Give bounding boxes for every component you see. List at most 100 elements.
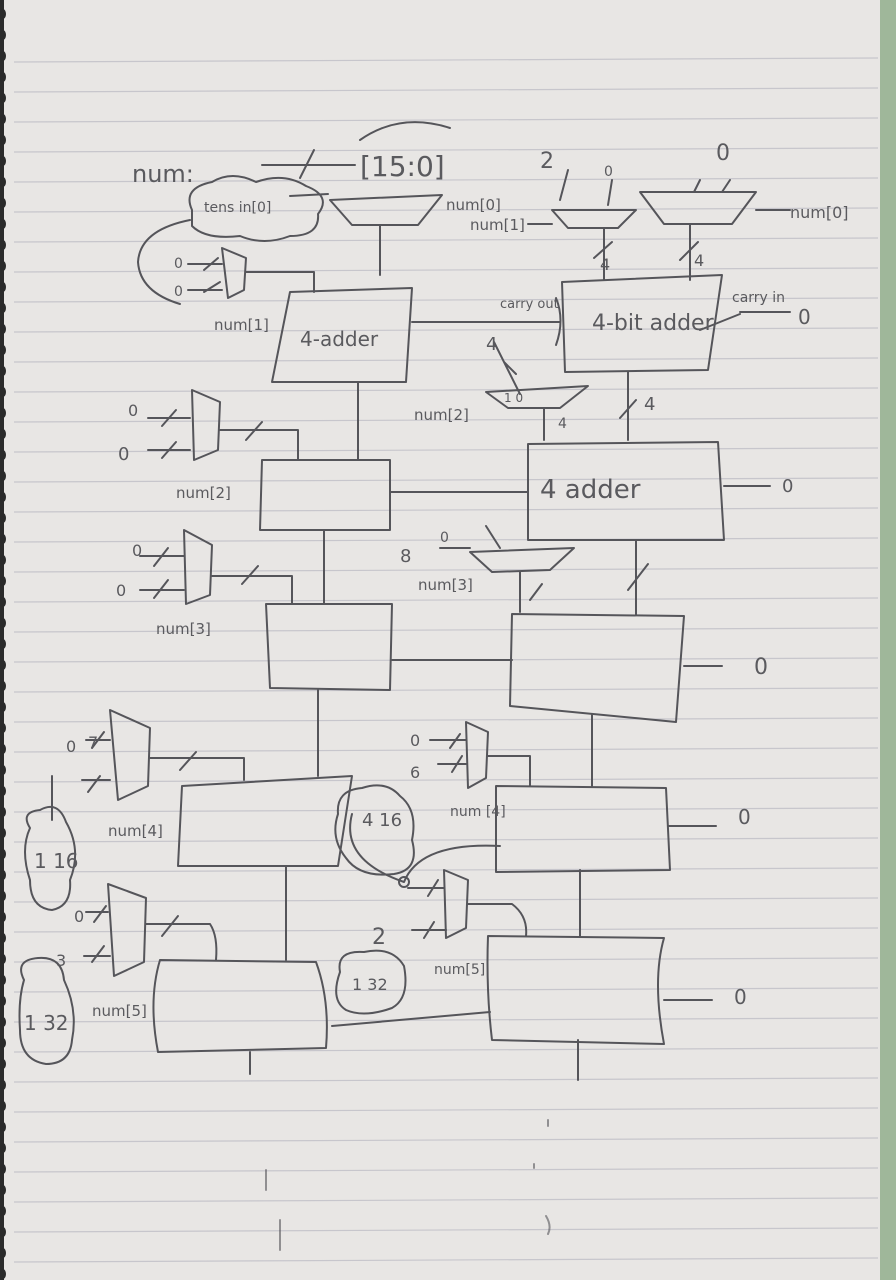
ruled-line [13,537,879,543]
binding-hole [0,1227,6,1237]
binding-hole [0,1248,6,1258]
mux5-input-0: 0 [74,907,84,926]
mux-r5-input: 2 [372,925,386,950]
binding-holes [0,9,6,1279]
ruled-line [13,57,879,63]
binding-hole [0,1269,6,1279]
binding-hole [0,1143,6,1153]
mux1-input-0: 0 [174,256,183,272]
binding-hole [0,975,6,985]
binding-hole [0,261,6,271]
notebook-cover-edge [880,0,896,1280]
carry-in-value: 0 [798,305,811,329]
binding-hole [0,933,6,943]
ruled-line [13,1017,879,1023]
mux-left3-inputs [139,547,185,599]
mux-r3 [469,547,575,573]
mux-r4 [465,721,489,789]
mux5-label: num[5] [92,1002,147,1020]
ruled-line [13,687,879,693]
binding-hole [0,366,6,376]
mux-r3-label: num[3] [418,576,473,594]
mux-b-label: num[1] [470,216,525,234]
binding-hole [0,744,6,754]
binding-hole [0,324,6,334]
binding-hole [0,1206,6,1216]
ruled-line [13,357,879,363]
mux-left2 [191,389,221,461]
binding-hole [0,1017,6,1027]
tens-arrow [289,193,329,197]
ruled-line [13,117,879,123]
mux3-input-1: 0 [116,581,126,600]
ruled-line [13,387,879,393]
binding-hole [0,387,6,397]
binding-hole [0,849,6,859]
binding-hole [0,1038,6,1048]
note-mid: 4 16 [362,810,402,831]
width-ticks [593,241,699,261]
mux-r4-wires [429,733,531,787]
ruled-line [13,747,879,753]
adder-right4-body [495,785,671,873]
binding-hole [0,429,6,439]
mux2-input-1: 0 [118,444,129,465]
mux-r2-signals: 1 0 [504,391,523,405]
mux-top-mid [551,209,637,229]
mux3-label: num[3] [156,620,211,638]
adder1-label: 4-adder [300,327,379,351]
mux-top-right [639,191,757,225]
ruled-lines [13,57,879,1263]
mux4-input-0: 0 [66,737,76,756]
mux-r5-label: num[5] [434,962,485,978]
ruled-line [13,1227,879,1233]
adder-left4-body [177,775,353,867]
binding-hole [0,555,6,565]
binding-hole [0,345,6,355]
binding-hole [0,1164,6,1174]
mux3-input-0: 0 [132,541,142,560]
ruled-line [13,567,879,573]
ruled-line [13,417,879,423]
mux-left3 [183,529,213,605]
binding-hole [0,1080,6,1090]
note-mid2: 1 32 [352,975,388,994]
adder-right2-body [527,441,725,541]
binding-hole [0,303,6,313]
note-mid2-cloud [335,949,407,1015]
binding-hole [0,534,6,544]
binding-hole [0,135,6,145]
ruled-line [13,627,879,633]
mux-left4 [109,709,151,801]
const-c: 0 [716,141,730,166]
carry-out-label: carry out [500,297,559,312]
mux-left1-inputs [187,257,223,293]
binding-hole [0,9,6,19]
binding-hole [0,1122,6,1132]
binding-hole [0,765,6,775]
ink-drawing [18,121,791,1251]
width-4: 4 [486,334,497,355]
binding-hole [0,660,6,670]
mux-left5 [107,883,147,977]
ruled-line [13,447,879,453]
mux-left5-out [145,915,218,961]
ruled-line [13,297,879,303]
adder-out-tick [619,399,637,419]
carry-wire-5 [331,1011,491,1027]
binding-hole [0,450,6,460]
mux-c-label: num[0] [790,203,849,222]
adder2-out: 0 [782,476,793,497]
ruled-line [13,507,879,513]
mux-top-left [329,194,443,226]
binding-hole [0,219,6,229]
bus-width-label: [15:0] [360,150,445,183]
adder-right5-body [486,935,665,1045]
binding-hole [0,1185,6,1195]
mux-left1-out [245,271,315,293]
tens-note: tens in[0] [204,200,271,216]
mux-r2-width: 4 [644,394,655,415]
mux2-input-0: 0 [128,401,138,420]
ruled-line [13,1107,879,1113]
const-a: 2 [540,149,554,174]
